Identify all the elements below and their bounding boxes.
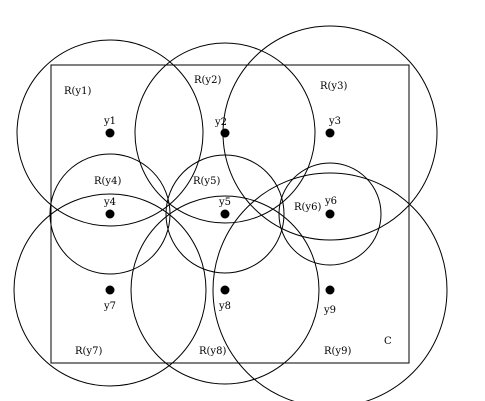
- region-label-y5: R(y5): [193, 176, 220, 187]
- point-y4-dot: [105, 209, 115, 219]
- point-label-y8: y8: [218, 301, 231, 312]
- point-y3-dot: [325, 128, 335, 138]
- coverage-circle-y6: [278, 162, 382, 266]
- coverage-circle-y4: [49, 153, 171, 275]
- point-label-y1: y1: [103, 116, 116, 127]
- coverage-circle-y7: [13, 193, 207, 387]
- region-label-y2: R(y2): [194, 75, 221, 86]
- point-label-y5: y5: [218, 197, 231, 208]
- region-c-square: [50, 64, 410, 364]
- point-label-y3: y3: [328, 116, 341, 127]
- region-label-y7: R(y7): [75, 346, 102, 357]
- point-y2-dot: [220, 128, 230, 138]
- region-label-y6: R(y6): [294, 202, 321, 213]
- coverage-circle-y5: [165, 154, 285, 274]
- point-y6-dot: [325, 209, 335, 219]
- region-label-y4: R(y4): [94, 176, 121, 187]
- point-y5-dot: [220, 209, 230, 219]
- region-label-y3: R(y3): [320, 81, 347, 92]
- region-label-y1: R(y1): [64, 86, 91, 97]
- coverage-circle-y1: [16, 39, 204, 227]
- point-label-y9: y9: [323, 305, 336, 316]
- point-y7-dot: [105, 285, 115, 295]
- coverage-circle-y2: [134, 42, 316, 224]
- region-label-y9: R(y9): [324, 346, 351, 357]
- point-y8-dot: [220, 285, 230, 295]
- point-y9-dot: [325, 285, 335, 295]
- point-label-y6: y6: [324, 196, 337, 207]
- coverage-circle-y8: [130, 195, 320, 385]
- point-label-y2: y2: [214, 117, 227, 128]
- region-label-y8: R(y8): [199, 346, 226, 357]
- point-label-y4: y4: [103, 197, 116, 208]
- point-y1-dot: [105, 128, 115, 138]
- region-c-label: C: [384, 336, 392, 347]
- coverage-circle-y9: [212, 172, 448, 401]
- point-label-y7: y7: [103, 301, 116, 312]
